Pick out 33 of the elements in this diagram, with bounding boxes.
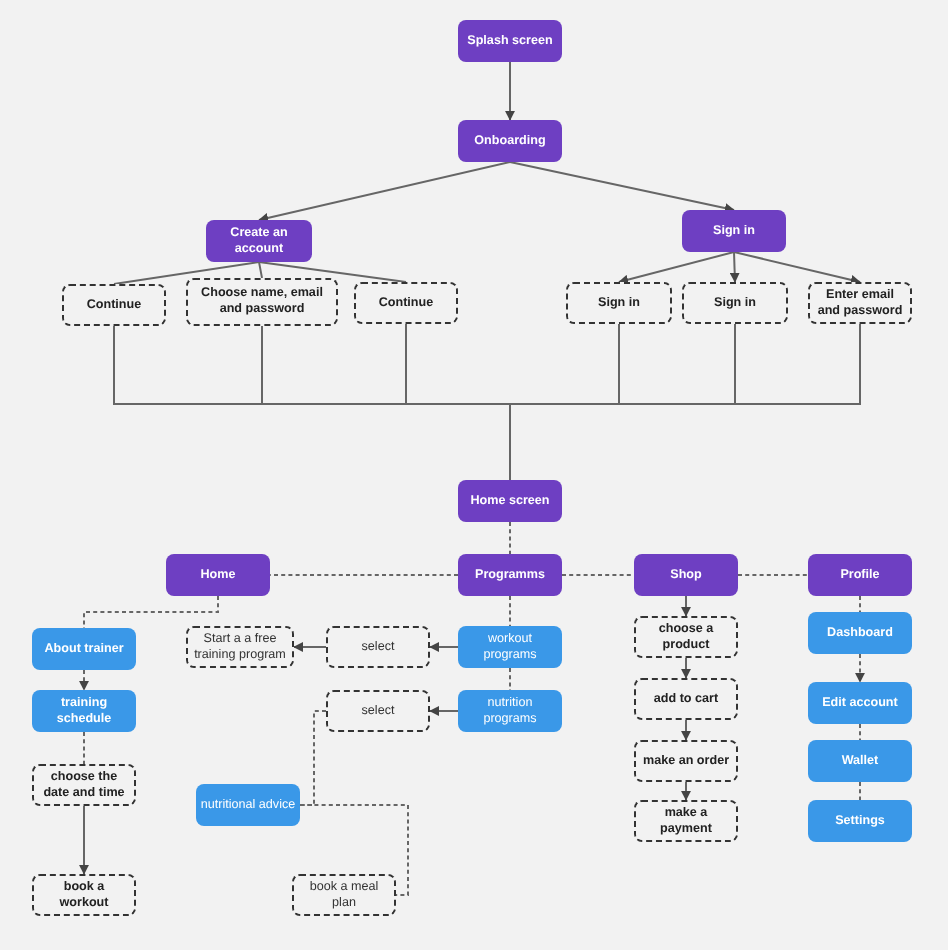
- connector: [429, 706, 459, 716]
- connector: [618, 251, 735, 285]
- dotted-connector: [83, 595, 219, 629]
- dotted-connector: [299, 710, 327, 806]
- connector: [505, 61, 515, 121]
- connector: [113, 261, 260, 285]
- dotted-connector: [83, 731, 85, 765]
- connector: [509, 161, 735, 213]
- dotted-connector: [509, 667, 511, 691]
- dotted-connector: [561, 574, 635, 576]
- dotted-connector: [509, 595, 511, 627]
- connector: [79, 805, 89, 875]
- connector: [681, 719, 691, 741]
- connector: [258, 261, 407, 283]
- connector: [509, 323, 861, 481]
- connector: [293, 642, 327, 652]
- dotted-connector: [855, 653, 865, 683]
- dotted-connector: [859, 781, 861, 801]
- dotted-connector: [859, 723, 861, 741]
- connector: [729, 251, 740, 283]
- connector: [681, 657, 691, 679]
- dotted-connector: [859, 595, 861, 613]
- connector: [429, 642, 459, 652]
- connector: [681, 781, 691, 801]
- connector: [733, 251, 861, 285]
- connector: [258, 261, 263, 279]
- dotted-connector: [509, 521, 511, 555]
- connector: [258, 161, 511, 223]
- dotted-connector: [737, 574, 809, 576]
- dotted-connector: [269, 574, 459, 576]
- dotted-connector: [79, 669, 89, 691]
- connector: [681, 595, 691, 617]
- dotted-connector: [299, 804, 409, 896]
